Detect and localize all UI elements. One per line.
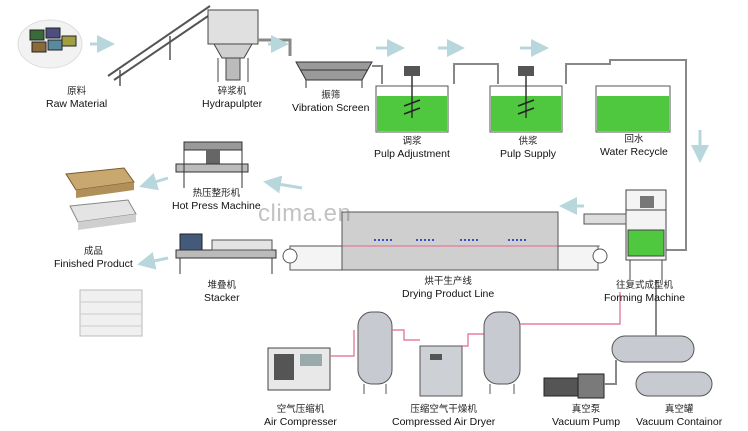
return-water-pipe — [565, 59, 687, 251]
stacker-machine — [175, 233, 277, 274]
vacuum-pump — [543, 373, 605, 399]
incline-conveyor — [107, 5, 215, 86]
air-line — [520, 292, 621, 325]
water-recycle-tank — [595, 85, 671, 133]
vacuum-line — [604, 360, 617, 385]
watermark: clima.en — [258, 200, 352, 227]
stacked-product-image — [79, 289, 143, 337]
drying-line — [282, 211, 608, 271]
pipe — [453, 63, 499, 84]
air-tank — [483, 311, 521, 394]
flow-arrow — [139, 172, 169, 191]
air-line — [462, 333, 484, 347]
vibration-screen-machine — [295, 61, 373, 88]
flow-arrow — [137, 252, 169, 270]
pulp-supply-tank — [489, 66, 563, 133]
compressed-air-dryer — [419, 345, 463, 397]
hydrapulpter-machine — [207, 9, 292, 82]
forming-machine — [583, 189, 667, 280]
air-line — [392, 329, 420, 341]
air-tank — [357, 311, 393, 394]
air-compressor — [267, 347, 331, 391]
raw-material-image — [17, 19, 83, 69]
vacuum-container — [611, 280, 713, 397]
air-line — [330, 330, 355, 357]
pulp-adjustment-tank — [375, 66, 449, 133]
hot-press-machine — [175, 141, 249, 188]
pipe — [372, 65, 383, 84]
flow-arrow — [263, 175, 303, 194]
finished-product-image — [65, 167, 137, 230]
